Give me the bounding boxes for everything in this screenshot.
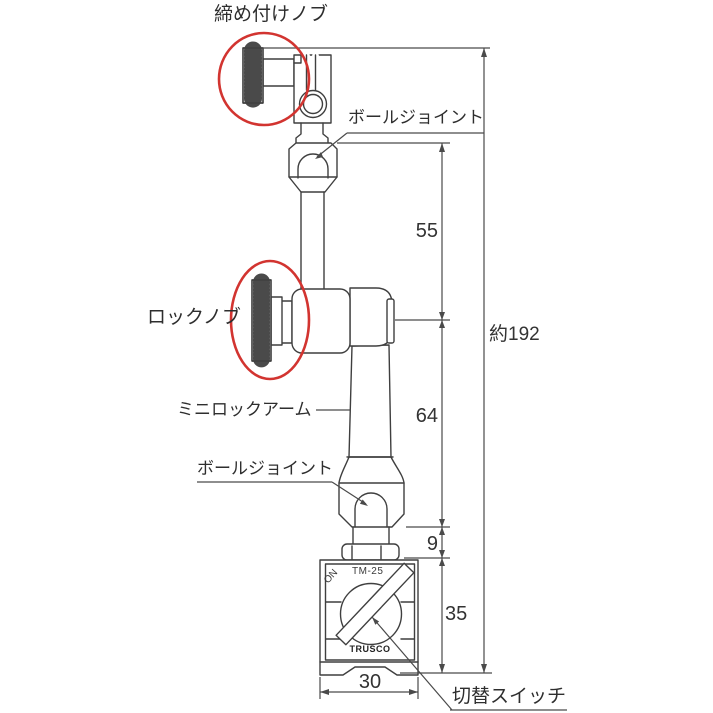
dim-30: 30 bbox=[358, 671, 382, 693]
red-highlights bbox=[217, 31, 311, 381]
dim-total-192: 約192 bbox=[489, 324, 540, 345]
leader-switch bbox=[371, 616, 567, 711]
elbow-cap bbox=[386, 298, 395, 344]
dim-9: 9 bbox=[426, 533, 438, 555]
lower-arm bbox=[348, 344, 392, 458]
clamp-step bbox=[293, 55, 302, 64]
leader-ball-upper bbox=[316, 132, 484, 158]
clamp-hole-outer bbox=[298, 89, 328, 119]
upper-ball-joint bbox=[288, 122, 338, 290]
lower-housing bbox=[338, 482, 405, 528]
dimension-lines bbox=[197, 47, 567, 711]
base-model-text: TM-25 bbox=[352, 566, 384, 577]
base-brand-logo: TRUSCO bbox=[349, 644, 391, 654]
clamp-shaft bbox=[262, 58, 295, 87]
base-tangent-lines bbox=[325, 601, 415, 640]
arrowheads bbox=[315, 48, 487, 695]
lower-neck bbox=[352, 526, 390, 545]
lower-ball bbox=[354, 492, 388, 528]
dim-35: 35 bbox=[445, 603, 468, 625]
label-ball-joint-lower: ボールジョイント bbox=[197, 459, 333, 478]
magnetic-base bbox=[319, 559, 419, 676]
lock-knob-step1 bbox=[270, 296, 283, 346]
upper-ball bbox=[297, 153, 329, 179]
label-switch: 切替スイッチ bbox=[452, 686, 567, 707]
clamp-head bbox=[242, 41, 332, 124]
lower-housing-flare bbox=[338, 456, 405, 484]
elbow-joint bbox=[251, 273, 395, 458]
dim-64: 64 bbox=[415, 405, 438, 427]
elbow-center-block bbox=[291, 288, 351, 354]
switch-lever bbox=[335, 562, 415, 646]
upper-housing bbox=[288, 142, 338, 193]
tightening-knob-outline bbox=[242, 47, 264, 104]
base-nut bbox=[341, 543, 400, 561]
label-tightening-knob: 締め付けノブ bbox=[214, 4, 329, 25]
clamp-hole-inner bbox=[302, 93, 324, 115]
highlight-circle-tightening-knob bbox=[217, 31, 311, 127]
dim-55: 55 bbox=[415, 220, 438, 242]
elbow-shoulder bbox=[349, 287, 393, 347]
upper-neck bbox=[295, 122, 329, 144]
label-lock-knob: ロックノブ bbox=[147, 307, 241, 328]
base-inner bbox=[324, 563, 416, 661]
highlight-circle-lock-knob bbox=[229, 259, 311, 381]
leader-ball-lower bbox=[197, 481, 367, 505]
lock-knob-outline bbox=[251, 279, 272, 362]
label-mini-lock-arm: ミニロックアーム bbox=[177, 400, 312, 419]
base-nut-facets bbox=[351, 545, 382, 561]
upper-arm-column bbox=[300, 191, 325, 290]
lower-ball-joint bbox=[338, 456, 405, 561]
dim-line-width bbox=[319, 677, 419, 699]
label-ball-joint-upper: ボールジョイント bbox=[348, 108, 484, 127]
